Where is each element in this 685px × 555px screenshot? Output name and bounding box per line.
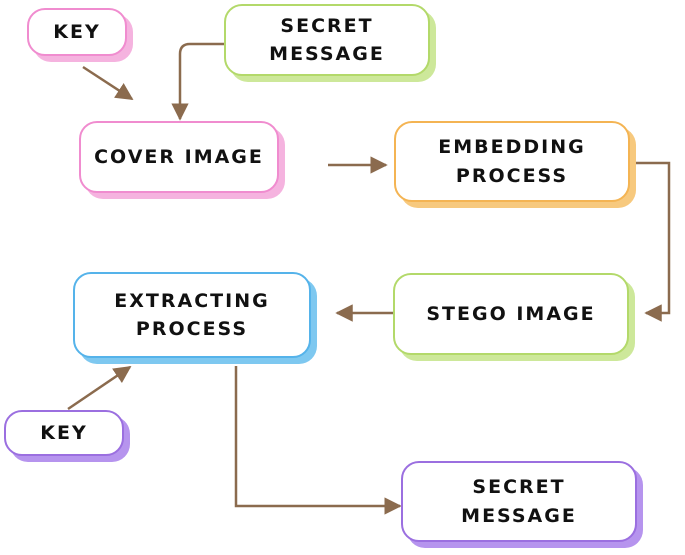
node-face: SECRET MESSAGE xyxy=(401,461,637,542)
extracting-process-node: EXTRACTING PROCESS xyxy=(73,272,317,364)
node-face: KEY xyxy=(27,8,127,56)
key-node-top: KEY xyxy=(27,8,133,62)
node-face: EXTRACTING PROCESS xyxy=(73,272,311,358)
node-label: KEY xyxy=(40,421,88,444)
node-label: KEY xyxy=(53,20,101,43)
node-face: SECRET MESSAGE xyxy=(224,4,430,76)
node-label: COVER IMAGE xyxy=(94,145,264,168)
node-label: SECRET MESSAGE xyxy=(461,476,577,527)
secret-message-node-top: SECRET MESSAGE xyxy=(224,4,436,82)
arrow-secret-message-to-cover-image xyxy=(171,42,224,121)
key-node-bottom: KEY xyxy=(4,410,130,462)
node-label: SECRET MESSAGE xyxy=(269,14,385,66)
arrow-extracting-to-secret-message xyxy=(234,366,402,515)
node-label: STEGO IMAGE xyxy=(426,302,596,325)
arrow-key-to-cover-image xyxy=(82,65,134,101)
node-label: EXTRACTING PROCESS xyxy=(114,289,270,341)
node-face: KEY xyxy=(4,410,124,456)
node-face: EMBEDDING PROCESS xyxy=(394,121,630,202)
arrow-embedding-to-stego xyxy=(636,161,671,322)
stego-image-node: STEGO IMAGE xyxy=(393,273,635,361)
embedding-process-node: EMBEDDING PROCESS xyxy=(394,121,636,208)
node-face: STEGO IMAGE xyxy=(393,273,629,355)
node-face: COVER IMAGE xyxy=(79,121,279,193)
node-label: EMBEDDING PROCESS xyxy=(438,136,586,187)
arrow-key-to-extracting xyxy=(67,365,132,411)
cover-image-node: COVER IMAGE xyxy=(79,121,285,199)
secret-message-node-bottom: SECRET MESSAGE xyxy=(401,461,643,548)
